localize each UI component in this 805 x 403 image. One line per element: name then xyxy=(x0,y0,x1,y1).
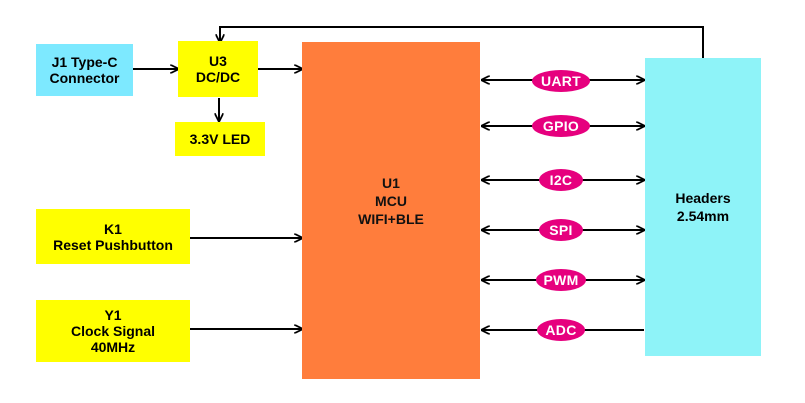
bus-label-i2c: I2C xyxy=(539,169,583,191)
led-label: 3.3V LED xyxy=(189,131,251,147)
headers-label-line2: 2.54mm xyxy=(676,208,730,224)
u1-label-line1: U1 xyxy=(382,174,400,191)
headers-block: Headers 2.54mm xyxy=(645,58,761,356)
headers-label-line1: Headers xyxy=(675,190,731,206)
u1-mcu-block: U1 MCU WIFI+BLE xyxy=(302,42,480,379)
k1-reset-block: K1 Reset Pushbutton xyxy=(36,209,190,264)
bus-label-uart: UART xyxy=(532,70,590,92)
u1-label-line2: MCU xyxy=(375,192,407,209)
bus-label-adc: ADC xyxy=(537,319,585,341)
u3-label-line2: DC/DC xyxy=(195,69,241,85)
j1-label-line2: Connector xyxy=(49,70,120,86)
y1-label-line1: Y1 xyxy=(104,307,122,323)
k1-label-line2: Reset Pushbutton xyxy=(53,236,173,253)
y1-label-line2: Clock Signal xyxy=(70,323,156,339)
u3-label-line1: U3 xyxy=(209,53,227,69)
bus-label-pwm: PWM xyxy=(536,269,586,291)
j1-label-line1: J1 Type-C xyxy=(51,54,118,70)
j1-connector-block: J1 Type-C Connector xyxy=(36,44,133,96)
bus-label-spi: SPI xyxy=(539,219,583,241)
wire-headers-u3 xyxy=(220,26,704,58)
bus-label-gpio: GPIO xyxy=(532,115,590,137)
y1-label-line3: 40MHz xyxy=(90,339,136,355)
u3-dcdc-block: U3 DC/DC xyxy=(178,41,258,97)
u1-label-line3: WIFI+BLE xyxy=(358,210,424,227)
y1-clock-block: Y1 Clock Signal 40MHz xyxy=(36,300,190,362)
k1-label-line1: K1 xyxy=(104,220,122,237)
led-block: 3.3V LED xyxy=(175,122,265,156)
